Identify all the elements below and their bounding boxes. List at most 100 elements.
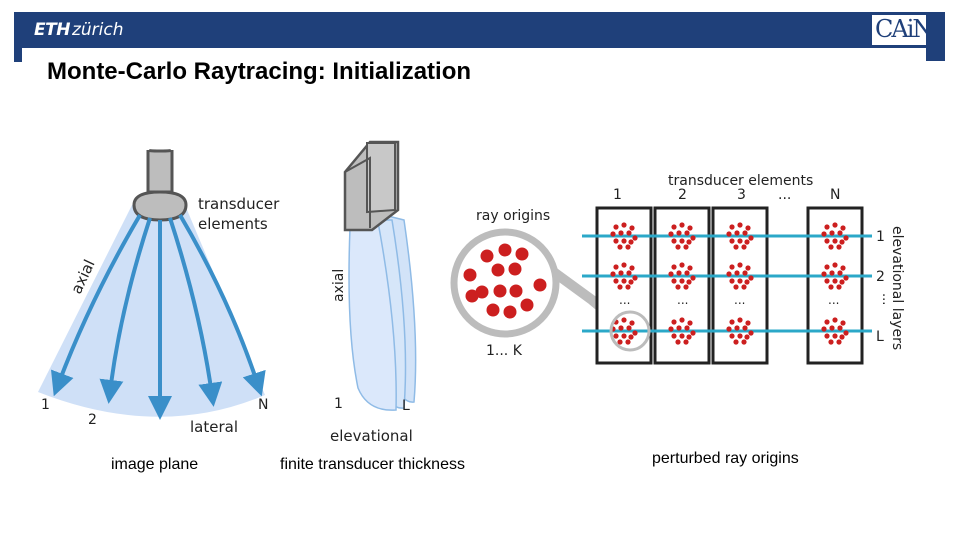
cell-dot [690,235,696,241]
cell-dot [840,320,846,326]
cell-dot [840,265,846,271]
cell-dot [744,279,750,285]
cell-dot [679,278,685,284]
cell-dot [628,279,634,285]
row-label-ellipsis: ... [879,293,894,305]
cell-dot [824,319,830,325]
cell-dot [679,238,685,244]
perturbed-caption: perturbed ray origins [652,450,799,467]
magnifier-dot [533,278,547,292]
cell-dot [729,224,735,230]
cell-dot [733,244,739,250]
cell-dot [618,270,624,276]
cell-dot [676,270,682,276]
cell-dot [829,230,835,236]
cell-dot [821,271,827,277]
magnifier-dot [515,247,529,261]
cell-dot [837,230,843,236]
thickness-caption: finite transducer thickness [280,456,465,473]
header-accent-right [926,48,945,61]
cell-dot [628,334,634,340]
thickness-axial-label: axial [331,269,347,302]
cell-dot [671,278,677,284]
cell-dot [690,275,696,281]
image-plane-element-first: 1 [41,397,50,413]
magnifier-dot [503,305,517,319]
magnifier-dot [491,263,505,277]
cell-ellipsis-3: ... [734,293,745,307]
cell-dot [683,284,689,290]
cell-dot [690,330,696,336]
row-label-last: L [876,329,884,345]
cell-dot [729,238,735,244]
column-label-1: 1 [613,187,622,203]
cell-dot [618,230,624,236]
cell-dot [742,230,748,236]
cell-dot [613,224,619,230]
cell-dot [626,230,632,236]
cell-dot [839,279,845,285]
cell-dot [610,271,616,277]
magnifier-dot [498,243,512,257]
cell-dot [729,333,735,339]
cell-dot [621,238,627,244]
cell-dot [671,224,677,230]
image-plane-transducer-label-1: transducer [198,195,280,213]
cell-dot [824,333,830,339]
ray-origins-label: ray origins [476,208,550,224]
cell-dot [840,225,846,231]
cell-dot [684,270,690,276]
cell-dot [748,235,754,241]
ray-origins-range-label: 1... K [486,343,523,359]
cell-dot [629,265,635,271]
magnifier-dot [509,284,523,298]
cell-dot [626,325,632,331]
cell-dot [836,244,842,250]
cell-dot [679,262,685,268]
cell-dot [679,222,685,228]
cell-dot [748,330,754,336]
cell-dot [671,333,677,339]
cell-dot [632,235,638,241]
cell-dot [737,278,743,284]
cell-dot [839,334,845,340]
cell-dot [632,330,638,336]
thickness-transducer-icon [343,140,400,232]
cell-dot [621,222,627,228]
element-column [595,206,653,365]
cell-dot [675,284,681,290]
cell-dot [617,244,623,250]
cell-dot [675,339,681,345]
image-plane-lateral-label: lateral [190,418,238,436]
cell-dot [843,235,849,241]
row-label-1: 1 [876,229,885,245]
magnifier-dot [465,289,479,303]
thickness-panel: axial 1 L elevational [330,140,417,445]
cell-dot [837,270,843,276]
element-column [653,206,711,365]
cell-dot [613,264,619,270]
magnifier-dot [480,249,494,263]
thickness-beam-1 [348,221,397,411]
cell-dot [737,333,743,339]
cell-dot [617,339,623,345]
cell-dot [734,325,740,331]
cell-dot [621,333,627,339]
element-columns [595,206,864,365]
cell-dot [628,239,634,245]
cell-dot [687,320,693,326]
cell-dot [745,265,751,271]
cell-dot [613,333,619,339]
cell-dot [686,334,692,340]
transducer-elements-label: transducer elements [668,173,813,189]
thickness-elevational-label: elevational [330,427,413,445]
cell-dot [832,317,838,323]
column-label-3: 3 [737,187,746,203]
cell-dot [671,264,677,270]
cell-dot [621,278,627,284]
perturbed-panel: transducer elements ray origins 1... K e… [450,173,905,365]
cell-dot [668,326,674,332]
cell-dot [621,317,627,323]
cell-dot [837,325,843,331]
cell-dot [824,238,830,244]
